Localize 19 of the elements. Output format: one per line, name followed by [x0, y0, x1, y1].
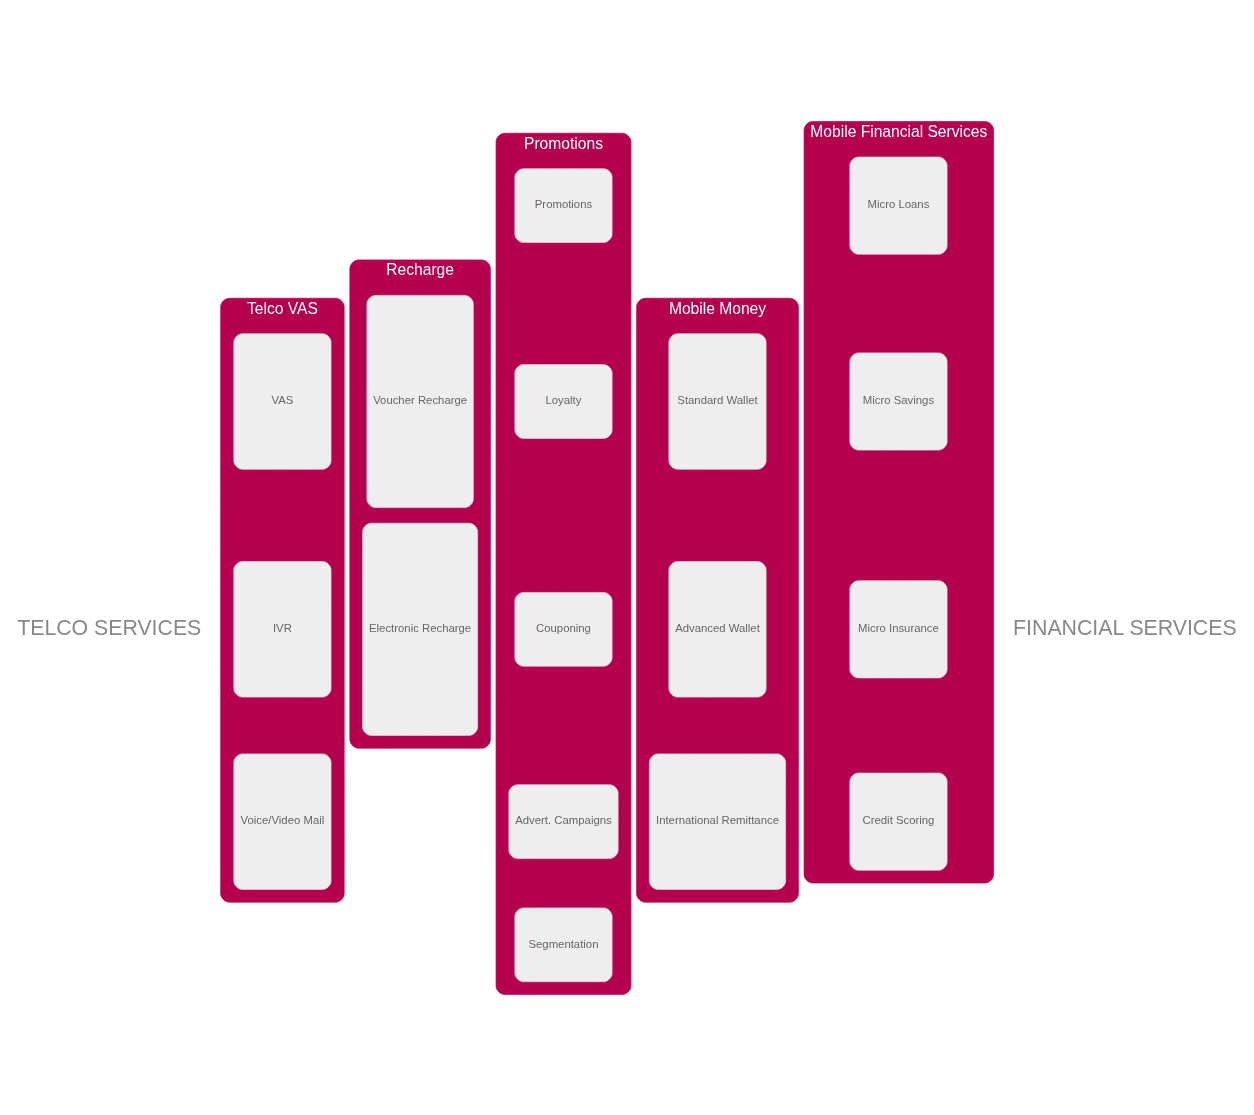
- node-box: Advert. Campaigns: [508, 783, 619, 859]
- label: TELCO SERVICES: [17, 615, 202, 640]
- node-box: IVR: [233, 560, 332, 697]
- node-box: Loyalty: [514, 363, 613, 439]
- node-box: Micro Loans: [849, 156, 948, 255]
- node-box: VAS: [233, 332, 332, 470]
- node-box: Voucher Recharge: [366, 294, 474, 508]
- node-box: Advanced Wallet: [668, 560, 767, 697]
- node-box: Promotions: [514, 167, 613, 243]
- label: FINANCIAL SERVICES: [1013, 615, 1237, 640]
- node-box: Segmentation: [514, 907, 613, 982]
- node-box: Micro Insurance: [849, 579, 948, 678]
- node-box: Standard Wallet: [668, 332, 767, 470]
- node-box: Voice/Video Mail: [233, 753, 332, 890]
- node-box: Couponing: [514, 591, 613, 667]
- node-box: Micro Savings: [849, 352, 948, 450]
- node-box: Electronic Recharge: [362, 522, 478, 736]
- node-box: International Remittance: [649, 753, 786, 890]
- node-box: Credit Scoring: [849, 772, 948, 871]
